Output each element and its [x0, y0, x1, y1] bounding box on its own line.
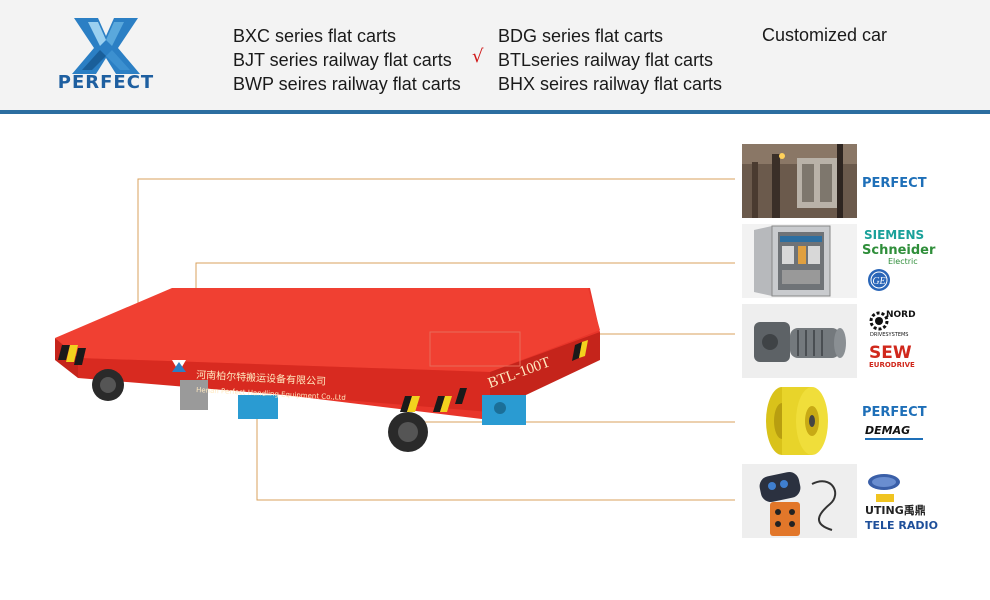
selected-check-icon: √: [472, 46, 484, 67]
menu-bjt-series[interactable]: BJT series railway flat carts: [233, 50, 452, 70]
perfect-x-logo-icon: [72, 18, 140, 74]
leader-lines: [137, 178, 735, 501]
brand-schneider: Schneider: [862, 243, 936, 258]
logo-text: PERFECT: [57, 72, 155, 93]
nord-gear-icon: [869, 311, 889, 331]
menu-bdg-series[interactable]: BDG series flat carts: [498, 26, 664, 46]
menu-customized-car[interactable]: Customized car: [762, 25, 888, 45]
svg-text:GE: GE: [872, 276, 885, 287]
menu-btl-series[interactable]: BTLseries railway flat carts: [498, 50, 714, 70]
menu-bhx-series[interactable]: BHX seires railway flat carts: [498, 74, 723, 94]
control-cabinet-photo: [742, 224, 857, 298]
remote-brand-badge-icon: [868, 474, 900, 490]
remote-control-photo: [742, 464, 857, 538]
polyurethane-wheel-photo: [742, 384, 857, 458]
brand-tele-radio: TELE RADIO: [865, 519, 938, 532]
yellow-divider: [876, 494, 894, 502]
steel-structure-photo: [742, 144, 857, 218]
brand-nord: NORD: [886, 310, 916, 320]
brand-nord-sub: DRIVESYSTEMS: [870, 332, 909, 338]
header-divider: [0, 110, 990, 114]
brand-sew: SEW: [869, 343, 912, 363]
top-header: [0, 0, 990, 112]
brand-uting: UTING禹鼎: [865, 504, 926, 517]
gear-motor-photo: [742, 304, 857, 378]
ge-logo-icon: GE: [868, 269, 890, 291]
demag-underline: [865, 438, 923, 440]
brand-perfect-2: PERFECT: [862, 405, 927, 420]
company-logo[interactable]: PERFECT: [44, 16, 168, 96]
menu-bwp-series[interactable]: BWP seires railway flat carts: [233, 74, 461, 94]
brand-eurodrive: EURODRIVE: [869, 361, 915, 369]
menu-bxc-series[interactable]: BXC series flat carts: [233, 26, 397, 46]
brand-schneider-electric: Electric: [888, 257, 918, 266]
brand-perfect-1: PERFECT: [862, 176, 927, 191]
brand-demag: DEMAG: [865, 424, 911, 437]
railway-flat-cart: 河南柏尔特搬运设备有限公司 Henan Perfect Handling Equ…: [55, 288, 600, 452]
brand-siemens: SIEMENS: [864, 228, 925, 242]
